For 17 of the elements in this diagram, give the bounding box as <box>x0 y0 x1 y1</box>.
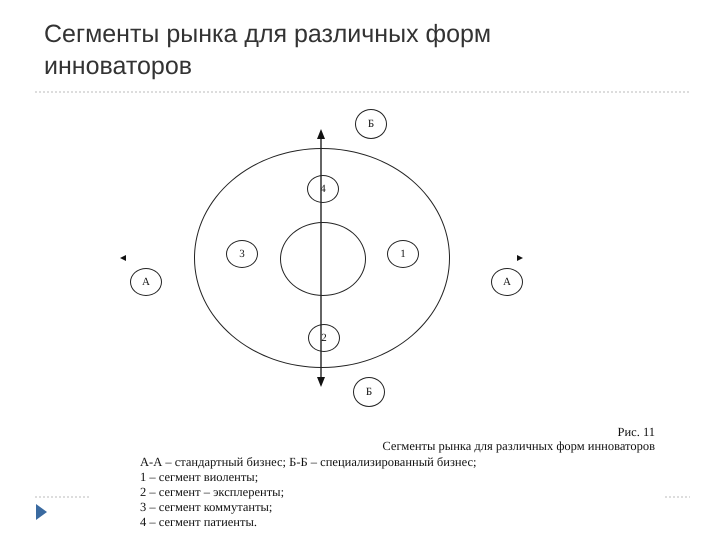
label-circle: А <box>491 268 523 296</box>
legend-text: 4 – сегмент патиенты. <box>140 515 257 529</box>
legend-text: 2 – сегмент – эксплеренты; <box>140 485 284 499</box>
figure-caption: Сегменты рынка для различных форм инноваторов <box>382 439 655 453</box>
segment-circle <box>194 148 450 368</box>
label-circle: Б <box>355 109 387 139</box>
legend-text: 3 – сегмент коммутанты; <box>140 500 272 514</box>
figure-number: Рис. 11 <box>618 425 655 439</box>
label-circle: 3 <box>226 240 258 268</box>
legend-text: А-А – стандартный бизнес; Б-Б – специализированный бизнес; <box>140 455 476 469</box>
segment-circle <box>280 222 366 296</box>
legend-text: 1 – сегмент виоленты; <box>140 470 258 484</box>
label-circle: А <box>130 268 162 296</box>
label-circle: Б <box>353 377 385 407</box>
label-circle: 1 <box>387 240 419 268</box>
label-circle: 2 <box>308 324 340 352</box>
slide-title: Сегменты рынка для различных форм инноваторов <box>44 19 492 82</box>
